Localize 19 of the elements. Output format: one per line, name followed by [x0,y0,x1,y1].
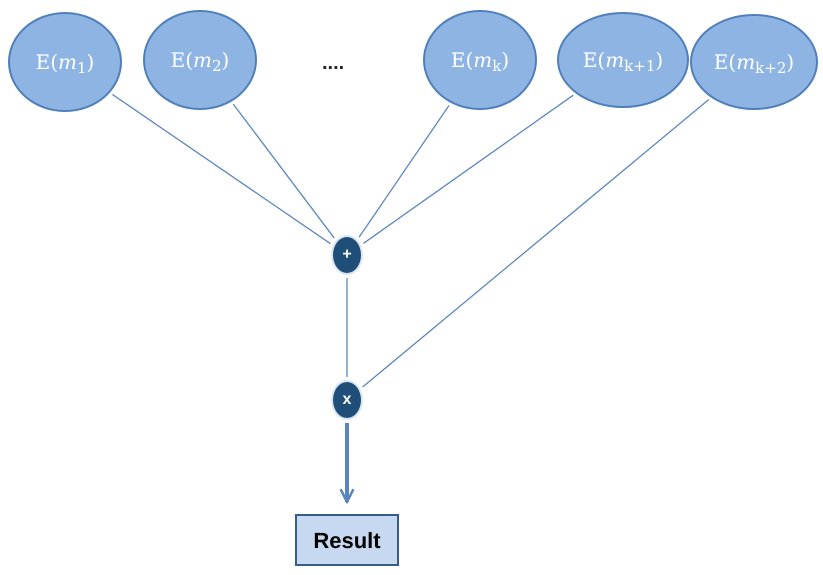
operator-circle [331,235,363,275]
result-box [295,514,399,566]
connector-line [358,105,450,238]
connector-line [112,94,331,244]
node-label: E(m$_{k+1}$) [582,47,664,75]
node-label: E(m$_{2}$) [170,47,230,75]
connector-line [346,278,348,377]
connector-line [362,99,710,388]
connector-line [232,104,335,238]
operator-symbol: + [342,245,352,265]
node-label: E(m$_{1}$) [36,49,94,77]
connector-line [363,94,574,244]
arrow [339,423,355,504]
ellipsis-text: .... [322,51,344,76]
node-label: E(m$_{k+2}$) [714,49,794,77]
box-label: Result [313,526,381,554]
operator-circle [331,380,363,420]
node-label: E(m$_{k}$) [450,47,510,75]
operator-symbol: x [342,390,352,410]
